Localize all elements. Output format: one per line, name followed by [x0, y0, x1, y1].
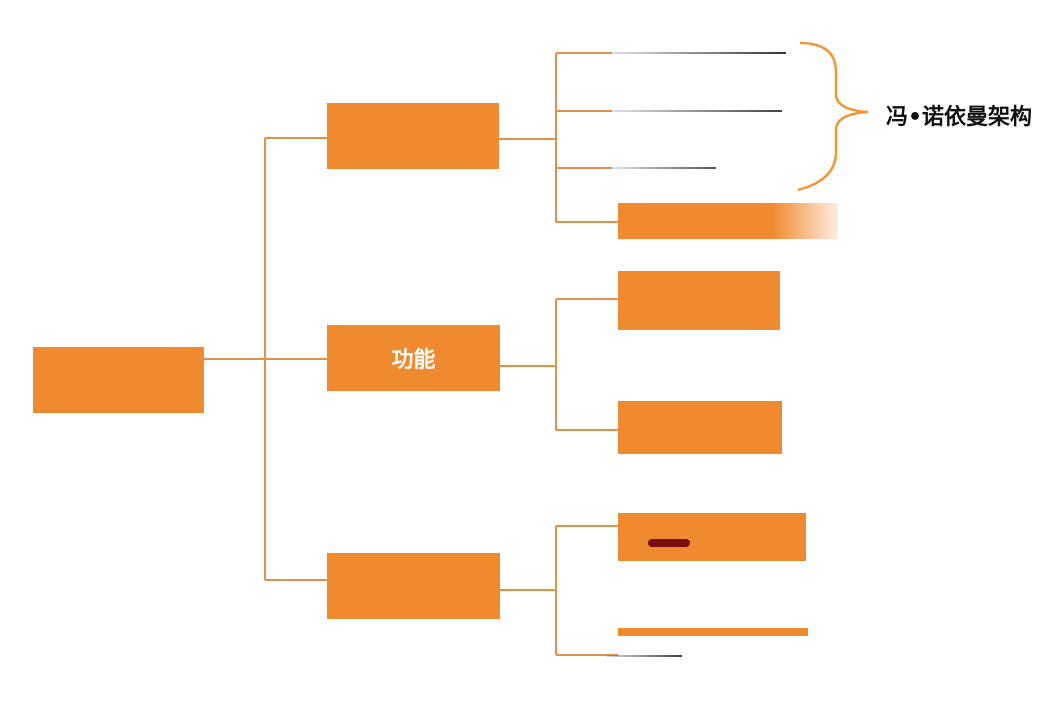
right-curly-brace-icon	[797, 41, 869, 192]
branch-node-function-label: 功能	[391, 348, 436, 373]
branch-node-function: 功能	[327, 325, 500, 391]
connector-group-2	[500, 298, 618, 431]
leaf-node-2	[618, 271, 780, 330]
leaf-stroke-1	[612, 52, 786, 54]
ink-smear-mark	[648, 539, 690, 547]
branch-node-1	[327, 103, 499, 169]
root-node	[33, 347, 204, 413]
connector-group-3	[500, 525, 618, 656]
leaf-node-4	[618, 513, 806, 561]
leaf-node-1	[618, 203, 838, 239]
leaf-stroke-2	[612, 110, 782, 112]
leaf-stroke-3	[612, 167, 716, 169]
connector-group-1	[499, 52, 618, 223]
annotation-label: 冯•诺依曼架构	[886, 105, 1033, 130]
branch-node-3	[327, 553, 500, 619]
connector-root-trunk	[204, 137, 328, 581]
leaf-node-3	[618, 401, 782, 454]
leaf-stroke-4	[606, 655, 682, 657]
leaf-node-5	[618, 628, 808, 636]
